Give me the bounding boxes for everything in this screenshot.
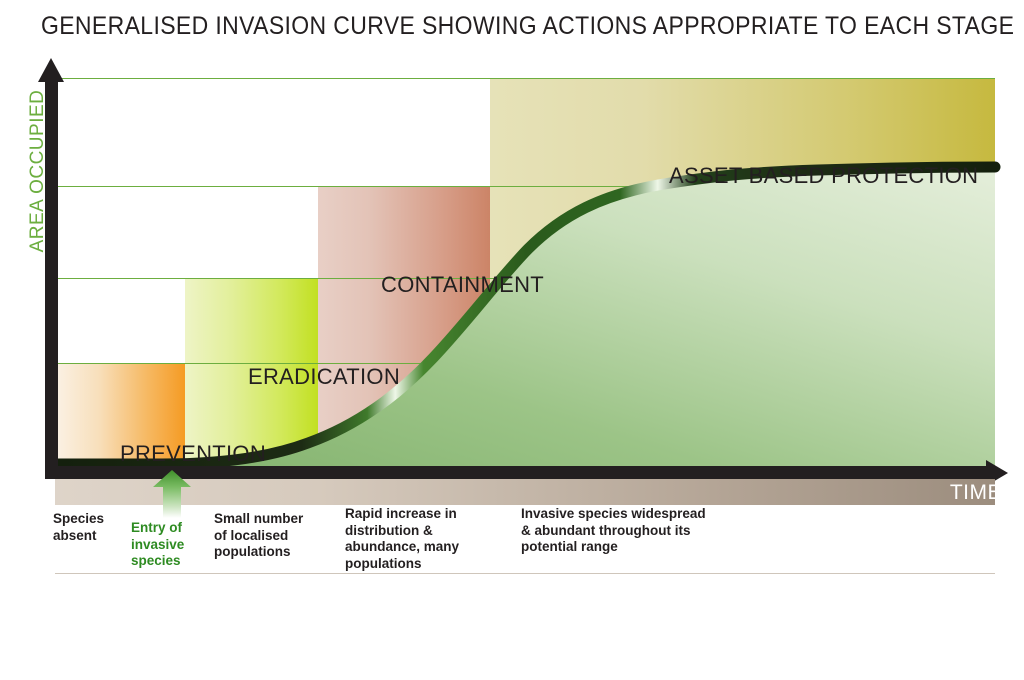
gridline-3 <box>58 186 995 187</box>
invasion-curve-graphic <box>52 161 1001 470</box>
invasion-curve-line <box>52 161 1001 470</box>
caption-species-absent: Species absent <box>53 511 105 543</box>
stage-band-prevention <box>58 363 185 467</box>
x-axis-line <box>45 466 992 479</box>
stage-label-asset: ASSET BASED PROTECTION <box>669 163 979 188</box>
caption-entry-of-invasive-species: Entry of invasive species <box>131 520 185 568</box>
time-axis-bar <box>55 479 995 505</box>
caption-widespread: Invasive species widespread & abundant t… <box>521 506 706 554</box>
stage-label-prevention: PREVENTION <box>120 441 267 466</box>
gridline-top <box>58 78 995 79</box>
caption-rapid-increase: Rapid increase in distribution & abundan… <box>345 506 460 571</box>
page-title: GENERALISED INVASION CURVE SHOWING ACTIO… <box>40 12 1015 40</box>
x-axis-label: TIME <box>949 481 1002 504</box>
caption-small-number: Small number of localised populations <box>214 511 304 559</box>
entry-point-arrow-icon <box>153 470 191 518</box>
y-axis-line <box>45 78 58 475</box>
stage-label-eradication: ERADICATION <box>248 364 401 389</box>
chart-area: AREA OCCUPIED <box>27 58 1008 518</box>
bottom-divider <box>55 573 995 574</box>
curve-area-fill <box>58 170 995 467</box>
stage-captions: Species absent Entry of invasive species… <box>0 503 1024 593</box>
plot-region: PREVENTION ERADICATION CONTAINMENT ASSET… <box>52 78 1001 470</box>
stage-band-eradication <box>185 278 318 467</box>
y-axis-arrow-icon <box>38 58 64 82</box>
stage-label-containment: CONTAINMENT <box>381 272 544 297</box>
